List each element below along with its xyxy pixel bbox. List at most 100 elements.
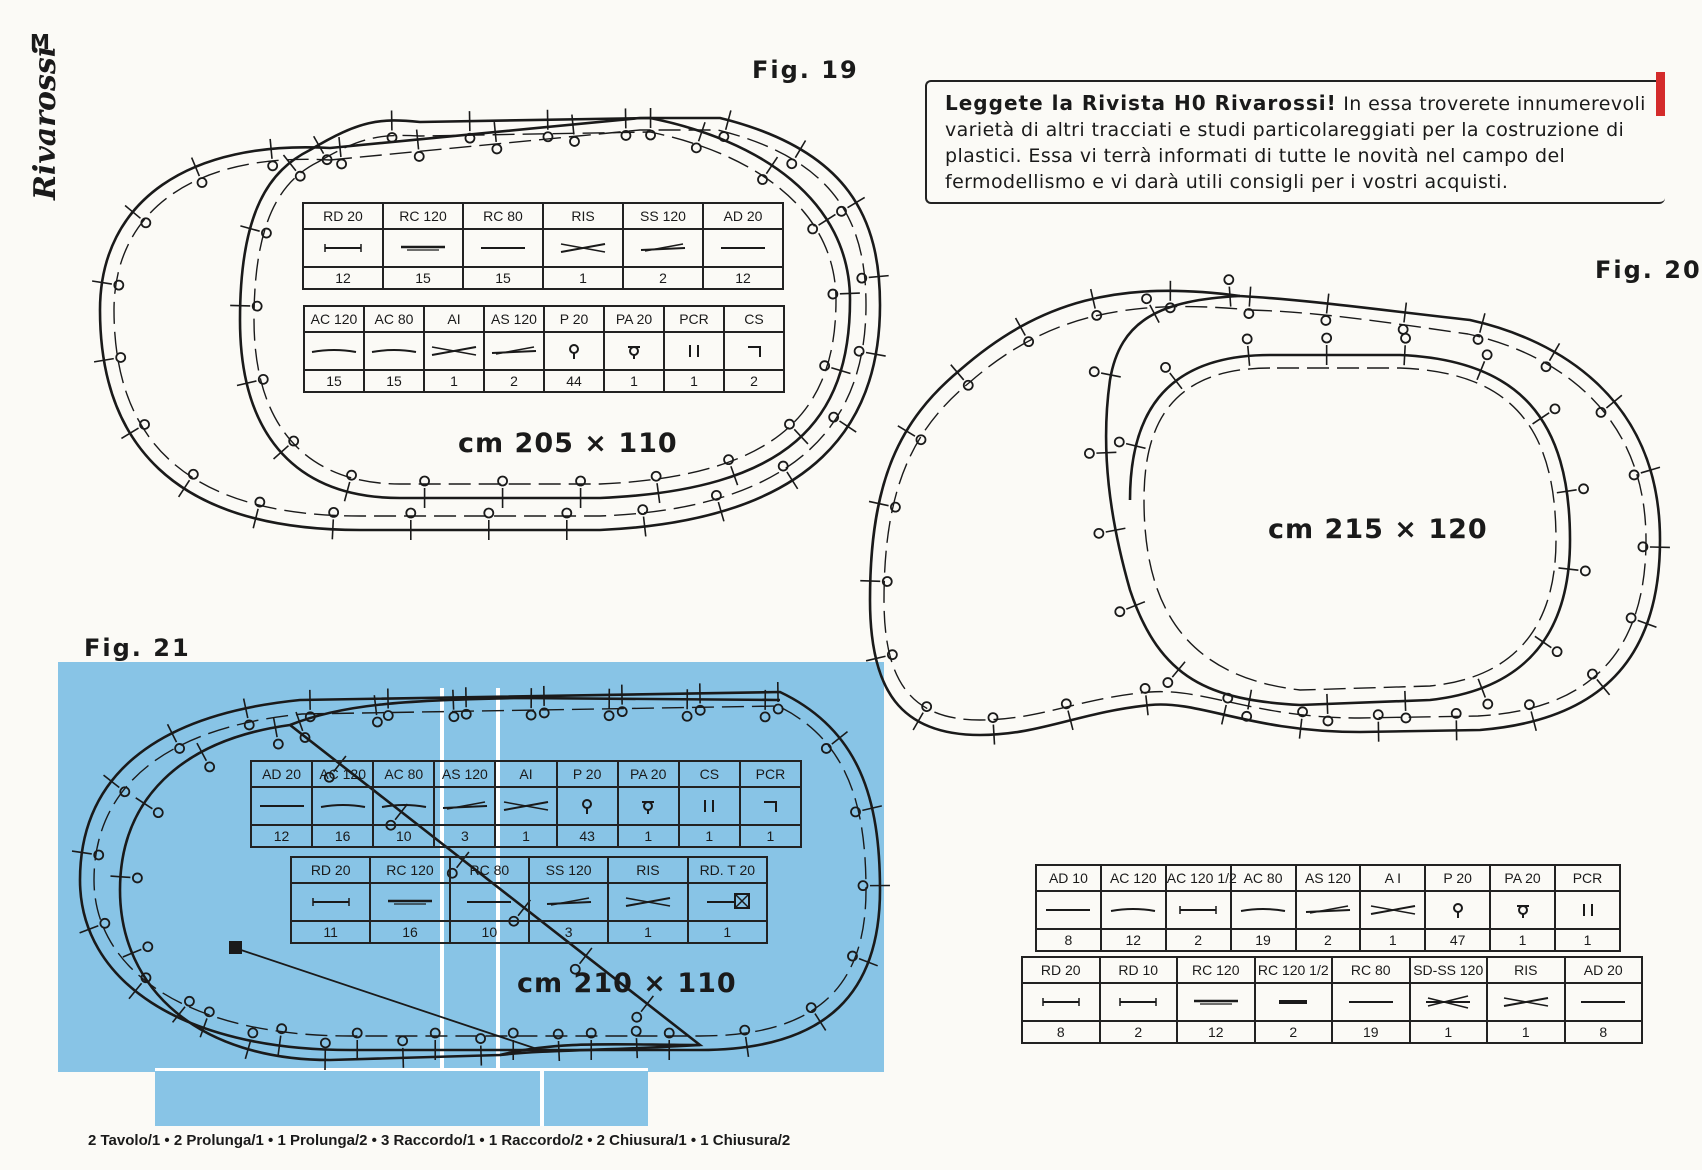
- pole-mark: [1169, 372, 1183, 390]
- pole-icon: [569, 963, 581, 975]
- pole-mark: [793, 428, 809, 445]
- part-symbol: [555, 786, 619, 826]
- pole-mark: [868, 274, 889, 279]
- pole-icon: [1579, 565, 1591, 577]
- pole-mark: [717, 501, 725, 522]
- pole-icon: [690, 142, 702, 154]
- pole-icon: [413, 151, 425, 162]
- pole-icon: [386, 132, 398, 143]
- part-symbol: [448, 882, 530, 922]
- info-box-text: In essa troverete innumerevoli varietà d…: [945, 93, 1646, 193]
- pole-mark: [1605, 394, 1623, 409]
- fig20-tracks: [868, 289, 1662, 737]
- part-code: RD 10: [1098, 956, 1178, 984]
- pole-icon: [184, 995, 195, 1007]
- pole-mark: [122, 948, 142, 958]
- pole-icon: [836, 205, 847, 217]
- pole-icon: [857, 880, 869, 892]
- part-quantity: 1: [1486, 1020, 1566, 1044]
- fig21-baseboard-extension: [155, 1068, 648, 1126]
- pole-icon: [1093, 527, 1105, 539]
- pole-icon: [757, 174, 768, 185]
- pole-icon: [645, 129, 656, 141]
- pole-icon: [1114, 606, 1126, 618]
- part-code: AS 120: [433, 760, 497, 788]
- pole-icon: [915, 434, 927, 446]
- part-code: PCR: [1554, 864, 1621, 892]
- part-code: RIS: [1486, 956, 1566, 984]
- pole-icon: [1223, 274, 1235, 286]
- pole-mark: [635, 1038, 639, 1059]
- pole-icon: [475, 1033, 486, 1044]
- pole-mark: [1248, 286, 1252, 307]
- pole-icon: [759, 711, 771, 723]
- part-quantity: 8: [1021, 1020, 1101, 1044]
- pole-icon: [1397, 323, 1409, 335]
- part-code: AC 80: [363, 305, 425, 333]
- part-quantity: 1: [686, 920, 769, 944]
- part-quantity: 12: [302, 266, 384, 290]
- pole-icon: [1113, 436, 1125, 448]
- pole-icon: [272, 738, 284, 750]
- pole-icon: [718, 131, 730, 142]
- pole-mark: [91, 280, 113, 285]
- pole-mark: [269, 138, 273, 159]
- crossover-icon: [560, 243, 606, 253]
- switch-icon: [1305, 905, 1350, 914]
- part-quantity: 11: [289, 920, 372, 944]
- part-symbol: [686, 882, 769, 922]
- part-quantity: 3: [527, 920, 610, 944]
- pole-icon: [847, 950, 858, 962]
- pole-mark: [79, 925, 99, 934]
- straight-long-icon: [1193, 999, 1238, 1005]
- switch-icon: [640, 243, 686, 252]
- pole-mark: [1096, 451, 1117, 454]
- part-code: AC 120: [311, 760, 375, 788]
- pole-mark: [744, 1036, 750, 1057]
- pole-icon: [1241, 333, 1253, 345]
- pole-mark: [831, 366, 851, 375]
- part-quantity: 19: [1331, 1020, 1411, 1044]
- part-symbol: [433, 786, 497, 826]
- pole-mark: [479, 1045, 483, 1066]
- pole-icon: [694, 704, 706, 716]
- pole-icon: [267, 160, 279, 172]
- part-code: CS: [723, 305, 785, 333]
- pole-mark: [240, 225, 260, 232]
- pole-mark: [860, 579, 881, 583]
- curve-icon: [1111, 908, 1156, 912]
- pole-icon: [552, 1028, 564, 1040]
- part-symbol: [303, 331, 365, 371]
- end-icon: [764, 801, 778, 812]
- pole-icon: [921, 701, 933, 712]
- curve-icon: [371, 349, 417, 353]
- pole-icon: [538, 707, 550, 719]
- pole-mark: [295, 711, 304, 732]
- pole-icon: [853, 345, 865, 357]
- buffer-icon: [707, 893, 751, 909]
- part-symbol: [616, 786, 680, 826]
- pole-mark: [897, 425, 916, 437]
- pole-mark: [1105, 527, 1126, 533]
- part-symbol: [1098, 982, 1178, 1022]
- switch-icon: [442, 801, 487, 810]
- part-quantity: 1: [677, 824, 741, 848]
- part-quantity: 1: [663, 369, 725, 393]
- pole-mark: [415, 129, 420, 150]
- part-quantity: 16: [369, 920, 451, 944]
- part-code: RC 120: [369, 856, 451, 884]
- part-symbol: [677, 786, 741, 826]
- part-symbol: [1176, 982, 1256, 1022]
- part-quantity: 1: [542, 266, 624, 290]
- pole-icon: [288, 435, 300, 447]
- pole-mark: [865, 351, 886, 357]
- pole-icon: [1625, 612, 1637, 624]
- page-letter: M: [30, 30, 50, 54]
- track-layouts: [71, 108, 1670, 1070]
- pole-mark: [177, 479, 191, 498]
- pole-icon: [1628, 469, 1640, 481]
- part-symbol: [702, 228, 784, 268]
- part-code: AS 120: [483, 305, 545, 333]
- pole-icon: [405, 507, 417, 519]
